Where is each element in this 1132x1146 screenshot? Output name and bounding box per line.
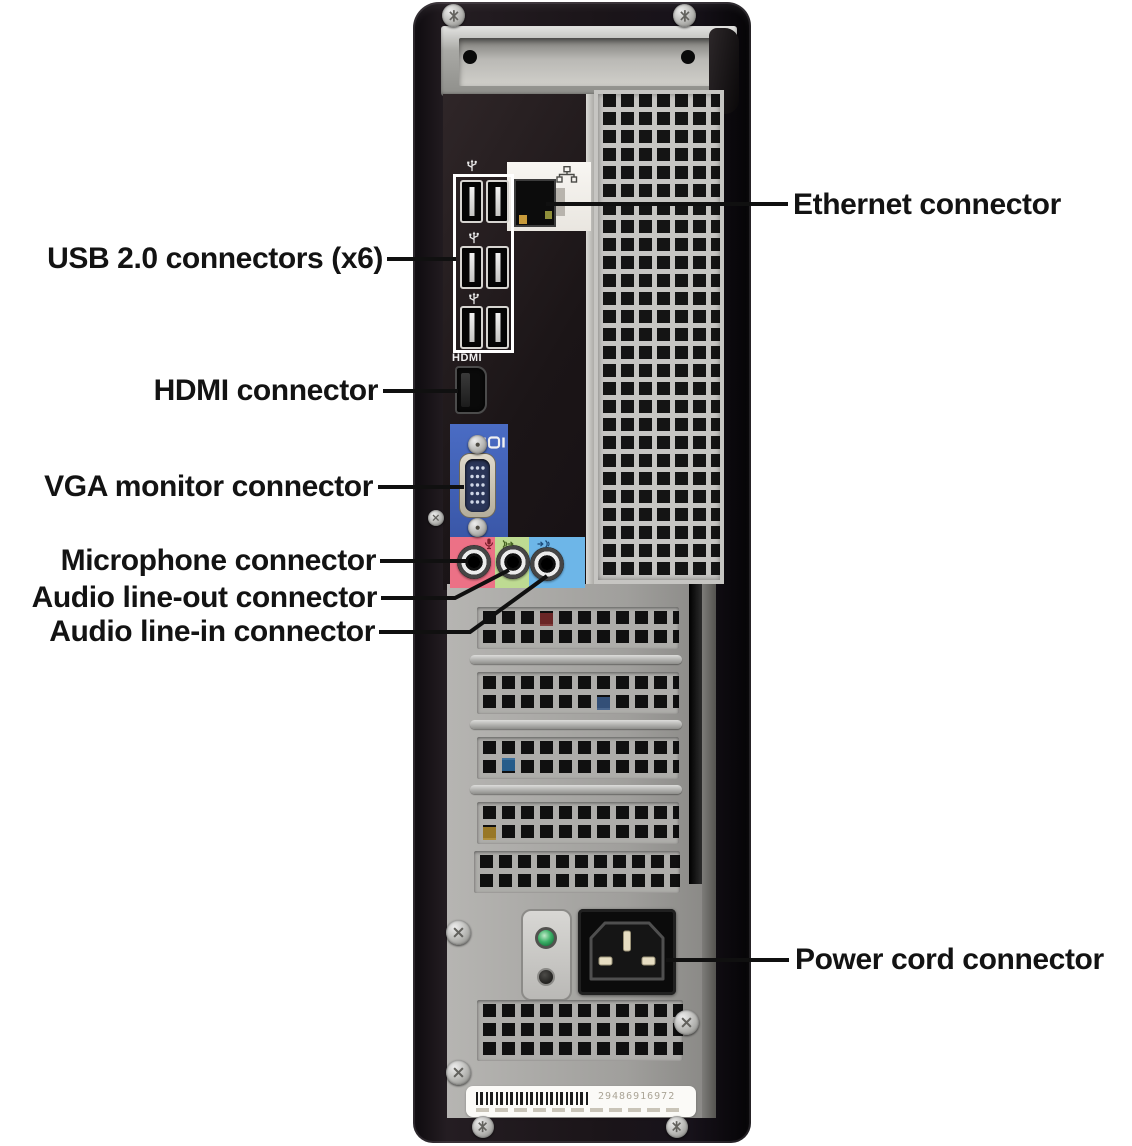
chassis-edge-strip	[586, 94, 595, 584]
audio-out-icon	[502, 540, 514, 548]
line-out-jack	[496, 545, 530, 579]
label-microphone: Microphone connector	[60, 544, 377, 577]
usb-port	[460, 180, 483, 223]
hdmi-port-slot	[461, 373, 470, 407]
vga-thumbscrew	[468, 435, 487, 454]
hdmi-port-label: HDMI	[452, 352, 483, 364]
label-line-out: Audio line-out connector	[31, 581, 378, 614]
label-vga: VGA monitor connector	[44, 470, 373, 503]
torx-screw	[673, 4, 696, 27]
ethernet-clip	[556, 188, 565, 216]
psu-test-button	[537, 968, 555, 986]
internal-component-peek	[502, 758, 515, 771]
slot-divider-ridge	[470, 785, 682, 794]
ethernet-led	[545, 211, 552, 219]
vga-thumbscrew	[468, 518, 487, 537]
line-in-jack	[530, 547, 564, 581]
phillips-screw	[674, 1010, 699, 1035]
phillips-screw	[446, 920, 471, 945]
usb-port	[460, 306, 483, 349]
psu-indicator-plate	[521, 909, 572, 1001]
phillips-screw	[446, 1060, 471, 1085]
slot-release-lever	[689, 584, 702, 884]
label-ethernet: Ethernet connector	[793, 188, 1061, 221]
power-led	[535, 927, 557, 949]
torx-screw	[666, 1116, 688, 1138]
expansion-slot-cover	[477, 607, 679, 649]
network-icon	[556, 166, 578, 183]
tray-hole	[463, 50, 477, 64]
ethernet-led	[519, 215, 527, 224]
usb-icon	[469, 292, 479, 305]
label-usb: USB 2.0 connectors (x6)	[47, 242, 383, 275]
psu-vent-grid	[474, 851, 680, 893]
internal-component-peek	[483, 827, 496, 840]
tray-hole	[681, 50, 695, 64]
barcode	[476, 1092, 588, 1105]
internal-component-peek	[540, 613, 553, 626]
psu-vent-grid	[477, 1000, 683, 1061]
microphone-icon	[484, 538, 494, 550]
torx-screw	[442, 4, 465, 27]
label-power: Power cord connector	[795, 943, 1104, 976]
usb-icon	[467, 159, 477, 172]
internal-component-peek	[597, 697, 610, 710]
expansion-slot-cover	[477, 737, 679, 779]
expansion-slot-cover	[477, 802, 679, 844]
label-hdmi: HDMI connector	[153, 374, 379, 407]
case-side-edge	[702, 584, 716, 1118]
slot-divider-ridge	[470, 720, 682, 729]
usb-port	[486, 180, 509, 223]
power-inlet-socket	[589, 921, 665, 981]
label-line-in: Audio line-in connector	[49, 615, 375, 648]
vent-grille	[594, 90, 724, 584]
slot-divider-ridge	[470, 655, 682, 664]
service-tag-number: 29486916972	[598, 1091, 676, 1102]
microphone-jack	[457, 545, 491, 579]
hdmi-port	[455, 366, 487, 414]
audio-in-icon	[537, 540, 550, 548]
bezel-screw	[428, 510, 444, 526]
service-tag-caption-noise	[476, 1108, 684, 1112]
usb-port	[460, 246, 483, 289]
usb-group-outline	[453, 174, 514, 353]
torx-screw	[472, 1116, 494, 1138]
usb-icon	[469, 231, 479, 244]
top-handle-recess	[459, 38, 721, 86]
vga-pins	[470, 466, 485, 504]
usb-port	[486, 306, 509, 349]
expansion-slot-cover	[477, 672, 679, 714]
usb-port	[486, 246, 509, 289]
